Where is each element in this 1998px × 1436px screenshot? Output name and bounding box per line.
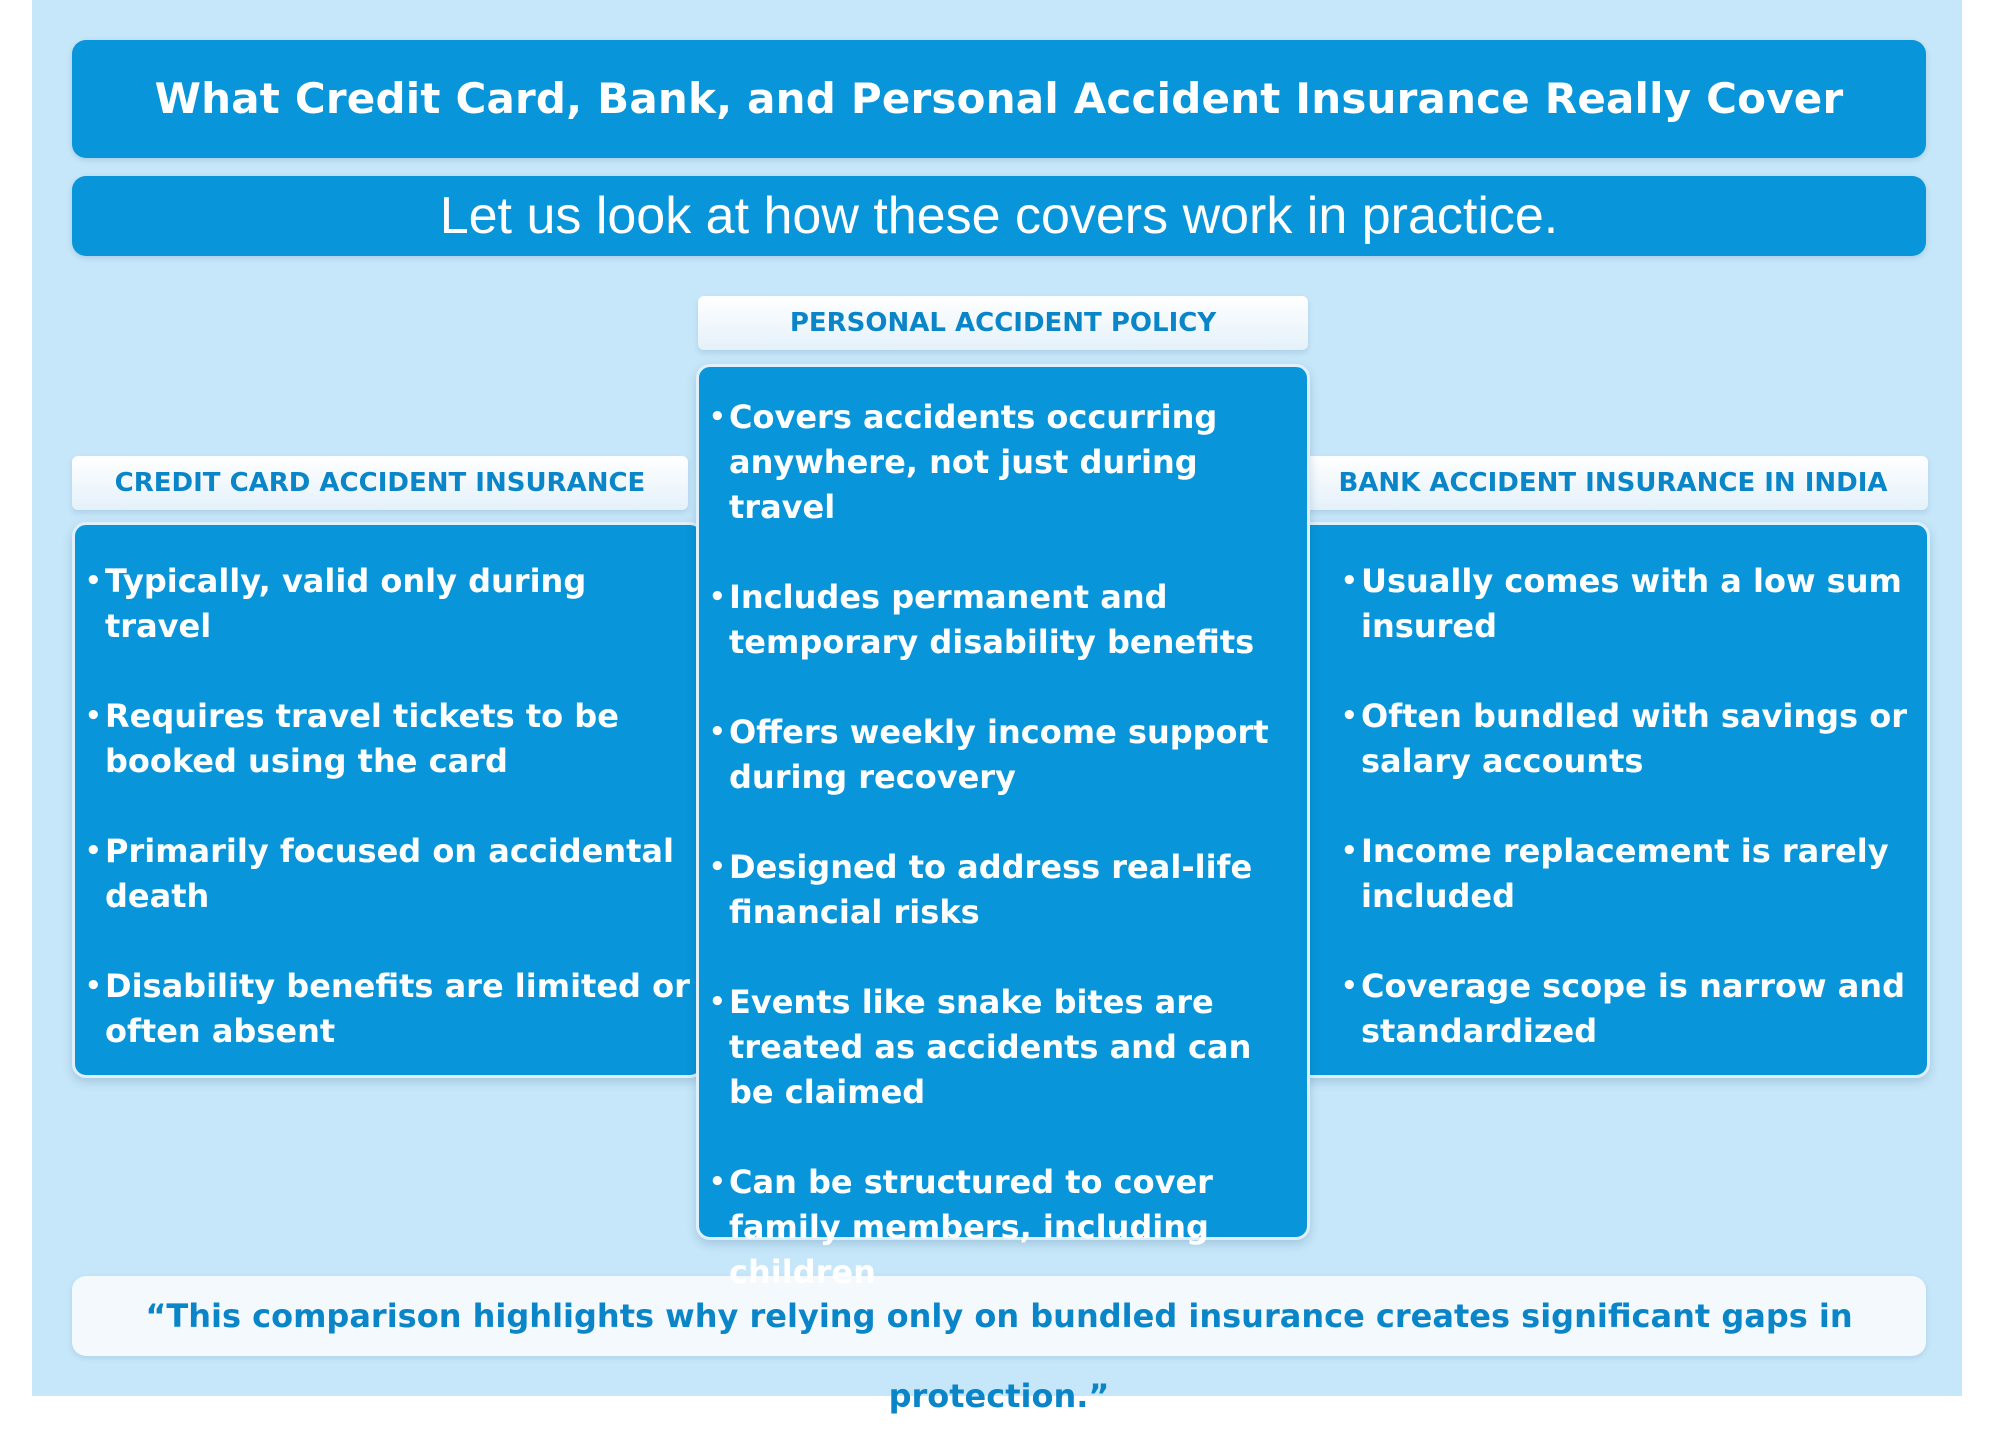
personal-accident-column-heading: PERSONAL ACCIDENT POLICY xyxy=(698,296,1308,350)
list-item: Designed to address real-life financial … xyxy=(707,845,1303,935)
list-item: Typically, valid only during travel xyxy=(83,559,693,649)
bank-column-panel: Usually comes with a low sum insured Oft… xyxy=(1296,522,1930,1078)
subtitle-banner: Let us look at how these covers work in … xyxy=(72,176,1926,256)
list-item: Events like snake bites are treated as a… xyxy=(707,980,1303,1115)
list-item: Covers accidents occurring anywhere, not… xyxy=(707,395,1303,530)
personal-accident-feature-list: Covers accidents occurring anywhere, not… xyxy=(707,395,1303,1295)
list-item: Offers weekly income support during reco… xyxy=(707,710,1303,800)
list-item: Income replacement is rarely included xyxy=(1339,829,1919,919)
credit-card-feature-list: Typically, valid only during travel Requ… xyxy=(83,559,693,1054)
bank-feature-list: Usually comes with a low sum insured Oft… xyxy=(1339,559,1919,1054)
list-item: Disability benefits are limited or often… xyxy=(83,964,693,1054)
personal-accident-column-panel: Covers accidents occurring anywhere, not… xyxy=(696,364,1310,1291)
list-item: Requires travel tickets to be booked usi… xyxy=(83,694,693,784)
page-subtitle: Let us look at how these covers work in … xyxy=(439,187,1559,245)
list-item: Usually comes with a low sum insured xyxy=(1339,559,1919,649)
credit-card-column-panel: Typically, valid only during travel Requ… xyxy=(72,522,704,1078)
list-item: Includes permanent and temporary disabil… xyxy=(707,575,1303,665)
list-item: Can be structured to cover family member… xyxy=(707,1160,1303,1295)
list-item: Coverage scope is narrow and standardize… xyxy=(1339,964,1919,1054)
bank-column-heading: BANK ACCIDENT INSURANCE IN INDIA xyxy=(1298,456,1928,510)
title-banner: What Credit Card, Bank, and Personal Acc… xyxy=(72,40,1926,158)
list-item: Often bundled with savings or salary acc… xyxy=(1339,694,1919,784)
footer-quote: “This comparison highlights why relying … xyxy=(145,1297,1853,1415)
list-item: Primarily focused on accidental death xyxy=(83,829,693,919)
page-title: What Credit Card, Bank, and Personal Acc… xyxy=(154,74,1844,123)
credit-card-column-heading: CREDIT CARD ACCIDENT INSURANCE xyxy=(72,456,688,510)
